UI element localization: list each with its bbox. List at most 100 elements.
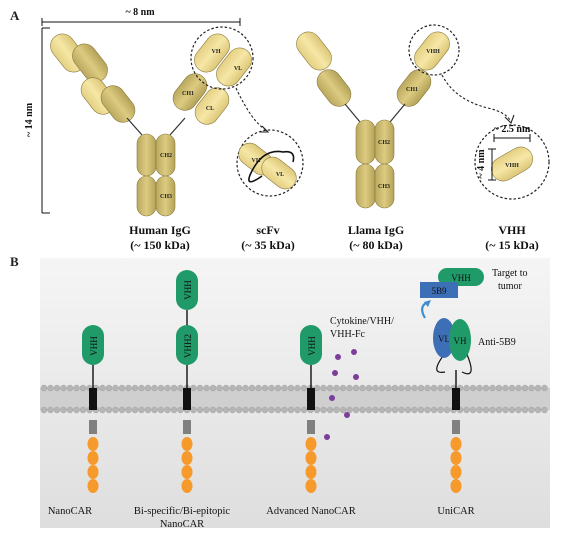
lipid-head	[274, 406, 282, 414]
unicar-vl-label: VL	[438, 334, 450, 344]
lipid-head	[294, 406, 301, 414]
llama-igg-ch3-label: CH3	[378, 184, 390, 190]
lipid-head	[40, 406, 48, 414]
lipid-head	[430, 384, 438, 392]
lipid-head	[125, 384, 132, 392]
llama-igg-ch3-left	[355, 163, 376, 209]
lipid-head	[469, 406, 477, 414]
itam-segment	[181, 465, 193, 479]
llama-igg-mass: (~ 80 kDa)	[349, 238, 403, 252]
human-igg-ch2-left	[136, 133, 157, 177]
vhh-domain	[491, 146, 533, 182]
cytokine-dot	[344, 412, 350, 418]
cytokine-dot	[332, 370, 338, 376]
human-igg-right-vl	[216, 47, 252, 87]
itam-segment	[181, 479, 193, 493]
human-igg-vl-label: VL	[234, 66, 242, 72]
lipid-head	[508, 384, 516, 392]
lipid-head	[489, 406, 496, 414]
lipid-head	[209, 384, 217, 392]
panel-b-letter: B	[10, 254, 19, 269]
human-igg-vh-label: VH	[212, 49, 221, 55]
width-dimension: ~ 8 nm	[41, 7, 241, 26]
llama-igg-ch2-left	[355, 119, 376, 165]
lipid-head	[352, 406, 360, 414]
human-igg-ch1-label: CH1	[182, 91, 194, 97]
lipid-head	[339, 384, 347, 392]
lipid-head	[138, 384, 145, 392]
itam-segment	[450, 451, 462, 465]
bispecific-costim	[183, 420, 191, 434]
lipid-head	[528, 384, 535, 392]
advanced-costim	[307, 420, 315, 434]
unicar-tag-label: 5B9	[431, 286, 447, 296]
lipid-head	[235, 384, 243, 392]
lipid-head	[430, 406, 438, 414]
vhh-name: VHH	[498, 223, 526, 237]
lipid-head	[346, 384, 353, 392]
lipid-head	[151, 406, 158, 414]
nanocar: VHH NanoCAR	[48, 325, 104, 517]
unicar-target-vhh-label: VHH	[451, 273, 471, 283]
bispecific-label-line2: NanoCAR	[160, 519, 204, 530]
lipid-head	[417, 406, 425, 414]
lipid-head	[443, 406, 451, 414]
lipid-head	[177, 384, 184, 392]
lipid-head	[515, 406, 522, 414]
vhh-mass: (~ 15 kDa)	[485, 238, 539, 252]
lipid-head	[541, 406, 548, 414]
lipid-head	[365, 406, 373, 414]
human-igg-left-ch1	[100, 85, 136, 123]
vhh-circle	[474, 124, 550, 200]
lipid-head	[378, 406, 386, 414]
human-igg-ch3-left	[136, 175, 157, 217]
lipid-head	[502, 384, 509, 392]
human-igg-fv-highlight	[190, 26, 254, 90]
lipid-head	[372, 384, 379, 392]
lipid-head	[203, 406, 210, 414]
lipid-head	[222, 384, 230, 392]
lipid-head	[255, 406, 262, 414]
lipid-head	[417, 384, 425, 392]
lipid-head	[463, 384, 470, 392]
lipid-head	[469, 384, 477, 392]
lipid-head	[333, 406, 340, 414]
unicar: VHH 5B9 Target to tumor VL VH Anti-5B9 U…	[420, 268, 528, 517]
lipid-head	[463, 406, 470, 414]
scfv-vl-label: VL	[276, 172, 284, 178]
target-label-line1: Target to	[492, 268, 528, 279]
vhh-single: VHH ~ 2.5 nm ~ 4 nm VHH (~ 15 kDa)	[474, 124, 550, 252]
lipid-head	[235, 406, 243, 414]
lipid-head	[300, 406, 308, 414]
human-igg-ch3-right	[155, 175, 176, 217]
human-igg-right-cl	[194, 87, 230, 125]
lipid-head	[209, 406, 217, 414]
llama-igg-name: Llama IgG	[348, 223, 404, 237]
lipid-head	[53, 384, 61, 392]
lipid-head	[359, 406, 366, 414]
itam-segment	[181, 451, 193, 465]
lipid-head	[287, 384, 295, 392]
lipid-head	[216, 406, 223, 414]
nanocar-label: NanoCAR	[48, 506, 92, 517]
lipid-head	[495, 406, 503, 414]
lipid-head	[424, 384, 431, 392]
nanocar-cd3z	[87, 437, 99, 493]
lipid-head	[196, 406, 204, 414]
advanced-label: Advanced NanoCAR	[266, 506, 356, 517]
lipid-head	[190, 384, 197, 392]
itam-segment	[305, 437, 317, 451]
nanocar-vhh-label: VHH	[89, 336, 99, 356]
bispecific-label-line1: Bi-specific/Bi-epitopic	[134, 506, 231, 517]
bispecific-vhh2	[176, 325, 198, 365]
width-label: ~ 8 nm	[125, 7, 155, 18]
cytokine-label-line1: Cytokine/VHH/	[330, 316, 394, 327]
lipid-head	[281, 384, 288, 392]
lipid-head	[424, 406, 431, 414]
unicar-cd3z	[450, 437, 462, 493]
itam-segment	[305, 451, 317, 465]
cytokine-label-line2: VHH-Fc	[330, 329, 366, 340]
lipid-head	[320, 384, 327, 392]
lipid-head	[60, 406, 67, 414]
